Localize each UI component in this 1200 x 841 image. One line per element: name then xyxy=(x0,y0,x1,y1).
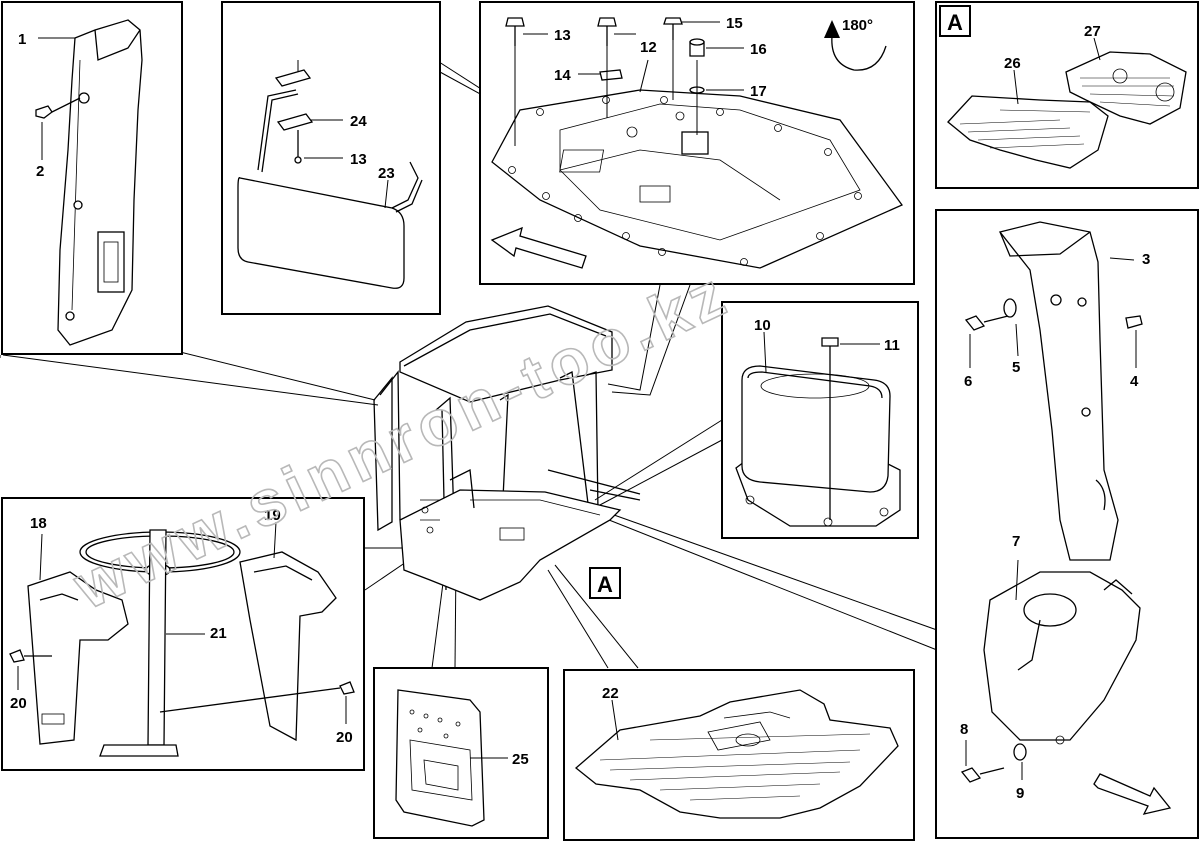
part-label-27: 27 xyxy=(1084,23,1101,40)
panel-side-plate: 25 xyxy=(373,667,549,839)
direction-arrow-icon xyxy=(490,226,587,269)
rotate-arrow-icon xyxy=(824,20,887,71)
section-a-marker-cab: A xyxy=(597,572,613,597)
part-label-5: 5 xyxy=(1012,359,1020,376)
part-label-3: 3 xyxy=(1142,251,1150,268)
part-label-17: 17 xyxy=(750,83,767,100)
direction-arrow-icon xyxy=(1093,773,1172,815)
part-label-1: 1 xyxy=(18,31,26,48)
part-label-26: 26 xyxy=(1004,55,1021,72)
roof-holes xyxy=(508,96,862,266)
screw-icon xyxy=(35,105,53,119)
panel-air-duct: 10 11 xyxy=(721,301,919,539)
panel-steering-column: 18 19 21 20 20 xyxy=(1,497,365,771)
part-label-6: 6 xyxy=(964,373,972,390)
cab-frame xyxy=(373,305,641,601)
panel-roof: 13 12 14 15 16 17 180° xyxy=(479,1,915,285)
panel-section-a: A 26 27 xyxy=(935,1,1199,189)
panel-pillar-trim-left: 1 2 xyxy=(1,1,183,355)
part-label-18: 18 xyxy=(30,515,47,532)
part-label-19: 19 xyxy=(264,507,281,524)
part-label-24: 24 xyxy=(350,113,367,130)
part-label-4: 4 xyxy=(1130,373,1139,390)
panel-floor-mat: 22 xyxy=(563,669,915,841)
part-label-23: 23 xyxy=(378,165,395,182)
washer-icon xyxy=(1003,298,1017,318)
part-label-16: 16 xyxy=(750,41,767,58)
part-label-11: 11 xyxy=(884,337,900,354)
part-label-10: 10 xyxy=(754,317,771,334)
part-label-13b: 13 xyxy=(350,151,367,168)
part-label-14: 14 xyxy=(554,67,571,84)
part-label-8: 8 xyxy=(960,721,968,738)
part-label-21: 21 xyxy=(210,625,227,642)
part-label-22: 22 xyxy=(602,685,619,702)
part-label-15: 15 xyxy=(726,15,743,32)
part-label-13a: 13 xyxy=(554,27,571,44)
part-label-12: 12 xyxy=(640,39,657,56)
bolt-icon xyxy=(505,17,683,46)
part-label-2: 2 xyxy=(36,163,44,180)
section-a-box-cab xyxy=(589,567,621,599)
part-label-9: 9 xyxy=(1016,785,1024,802)
part-label-7: 7 xyxy=(1012,533,1020,550)
rotation-note: 180° xyxy=(842,17,873,34)
part-label-20b: 20 xyxy=(336,729,353,746)
panel-pillar-trim-right: 3 4 5 6 7 8 9 xyxy=(935,209,1199,839)
section-a-marker: A xyxy=(947,10,963,35)
part-label-20a: 20 xyxy=(10,695,27,712)
part-label-25: 25 xyxy=(512,751,529,768)
panel-sun-visor: 24 13 23 xyxy=(221,1,441,315)
bolt-icon xyxy=(964,315,986,331)
